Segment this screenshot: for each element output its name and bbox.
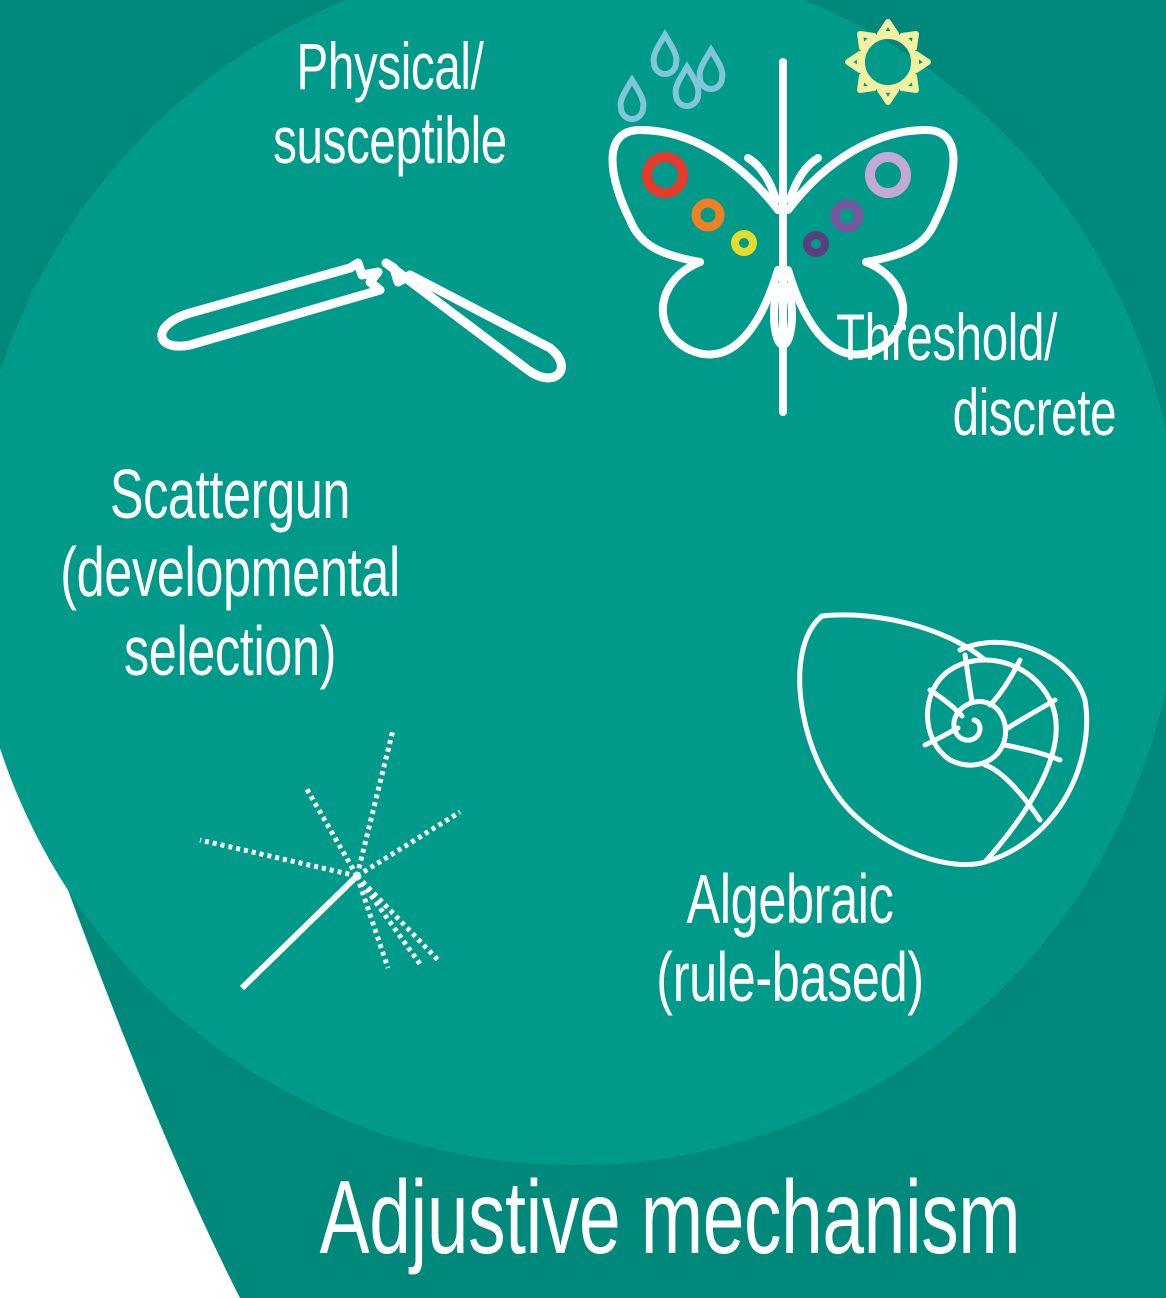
label-line: susceptible [273, 102, 507, 177]
sun-icon [845, 19, 931, 105]
label-physical-susceptible: Physical/ susceptible [260, 29, 519, 178]
broken-tube-icon [157, 258, 566, 383]
inner-circle [0, 0, 1166, 1165]
label-line: Scattergun [109, 455, 351, 533]
label-threshold-discrete: Threshold/ discrete [836, 300, 1138, 449]
label-line: (rule-based) [656, 938, 924, 1017]
butterfly-icon [608, 58, 958, 416]
rain-drops-icon [617, 29, 726, 122]
diagram-title: Adjustive mechanism [319, 1160, 1021, 1276]
label-line: discrete [952, 374, 1117, 449]
label-line: Physical/ [296, 29, 484, 103]
butterfly-spots [642, 152, 911, 257]
label-scattergun: Scattergun (developmental selection) [14, 455, 446, 690]
nautilus-shell-icon [797, 612, 1090, 867]
label-line: Algebraic [686, 860, 894, 938]
label-algebraic: Algebraic (rule-based) [624, 860, 955, 1017]
label-line: (developmental [60, 533, 400, 612]
label-line: selection) [123, 611, 337, 690]
scatter-rays-icon [199, 729, 462, 991]
label-line: Threshold/ [836, 300, 1057, 374]
